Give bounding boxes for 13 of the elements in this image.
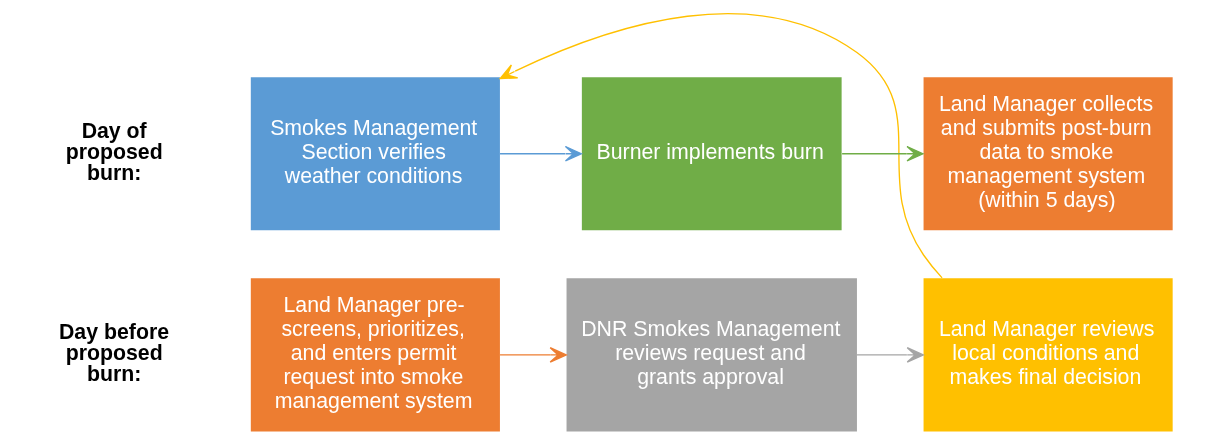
node-box: Land Manager collects and submits post-burn data to smoke management system (within 5 days) bbox=[923, 77, 1173, 231]
node-box: DNR Smokes Management reviews request and grants approval bbox=[566, 278, 857, 432]
label: Day of proposed burn: bbox=[65, 118, 163, 186]
arrow bbox=[856, 347, 924, 363]
node-box: Land Manager reviews local conditions and makes final decision bbox=[923, 278, 1173, 432]
arrow bbox=[841, 145, 924, 162]
arrow bbox=[499, 347, 567, 363]
label: Day before proposed burn: bbox=[58, 319, 170, 387]
node-box: Land Manager pre-screens, prioritizes, and enters permit request into smoke management system bbox=[250, 278, 500, 432]
arrow bbox=[499, 13, 943, 279]
arrow bbox=[499, 145, 583, 162]
node-box: Burner implements burn bbox=[581, 77, 842, 231]
node-box: Smokes Management Section verifies weather conditions bbox=[250, 77, 500, 231]
